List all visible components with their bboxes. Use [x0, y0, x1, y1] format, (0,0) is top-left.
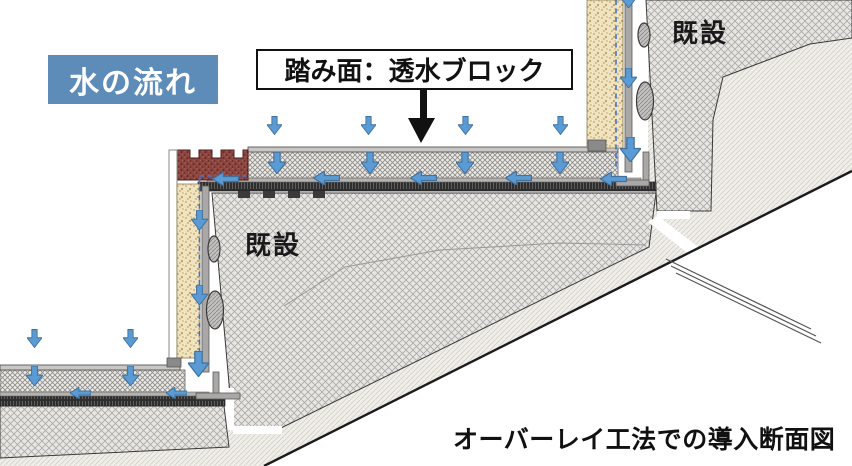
tread-end-cap: [166, 357, 182, 368]
tread-label-pointer-arrow: [408, 90, 435, 143]
sealant-bead: [205, 290, 225, 330]
edge-channel-base: [195, 392, 241, 400]
riser-base-wedge: [587, 139, 607, 152]
existing-structure-label-middle: 既設: [245, 230, 302, 260]
tread-surface-line-middle: [247, 146, 619, 153]
drainage-layer-feet: [238, 191, 325, 198]
existing-structure-label-upper: 既設: [672, 18, 729, 48]
joint-gap: [648, 216, 714, 266]
riser-front-edge-middle: [168, 149, 178, 367]
edge-channel-wall: [642, 151, 650, 185]
joint-gap: [228, 388, 234, 430]
sealant-bead: [207, 235, 221, 263]
sealant-bead: [635, 81, 655, 121]
tread-surface-label: 踏み面：透水ブロック: [256, 49, 573, 90]
concrete-inner-boundary-line: [283, 242, 647, 307]
drainage-layer-middle: [197, 181, 657, 192]
tread-surface-label-text: 踏み面：透水ブロック: [284, 56, 545, 86]
joint-gap: [233, 426, 282, 434]
riser-back-strip-middle: [201, 185, 210, 373]
permeable-block-layer-lower: [0, 369, 186, 393]
slope-ground-line: [263, 169, 852, 466]
water-flow-label: 水の流れ: [48, 55, 218, 104]
joint-gap: [657, 211, 690, 219]
permeable-riser-block-middle: [176, 183, 201, 359]
tread-surface-line-lower: [0, 364, 181, 371]
drainage-layer-lower: [0, 395, 226, 407]
permeable-riser-block-upper: [586, 0, 624, 149]
edge-channel-base: [615, 179, 650, 187]
sealant-bead: [637, 22, 651, 48]
diagram-caption: オーバーレイ工法での導入断面図: [453, 426, 836, 454]
slope-surface-lines: [665, 258, 822, 344]
nosing-drain-block: [175, 149, 249, 181]
water-flow-label-text: 水の流れ: [69, 66, 197, 100]
